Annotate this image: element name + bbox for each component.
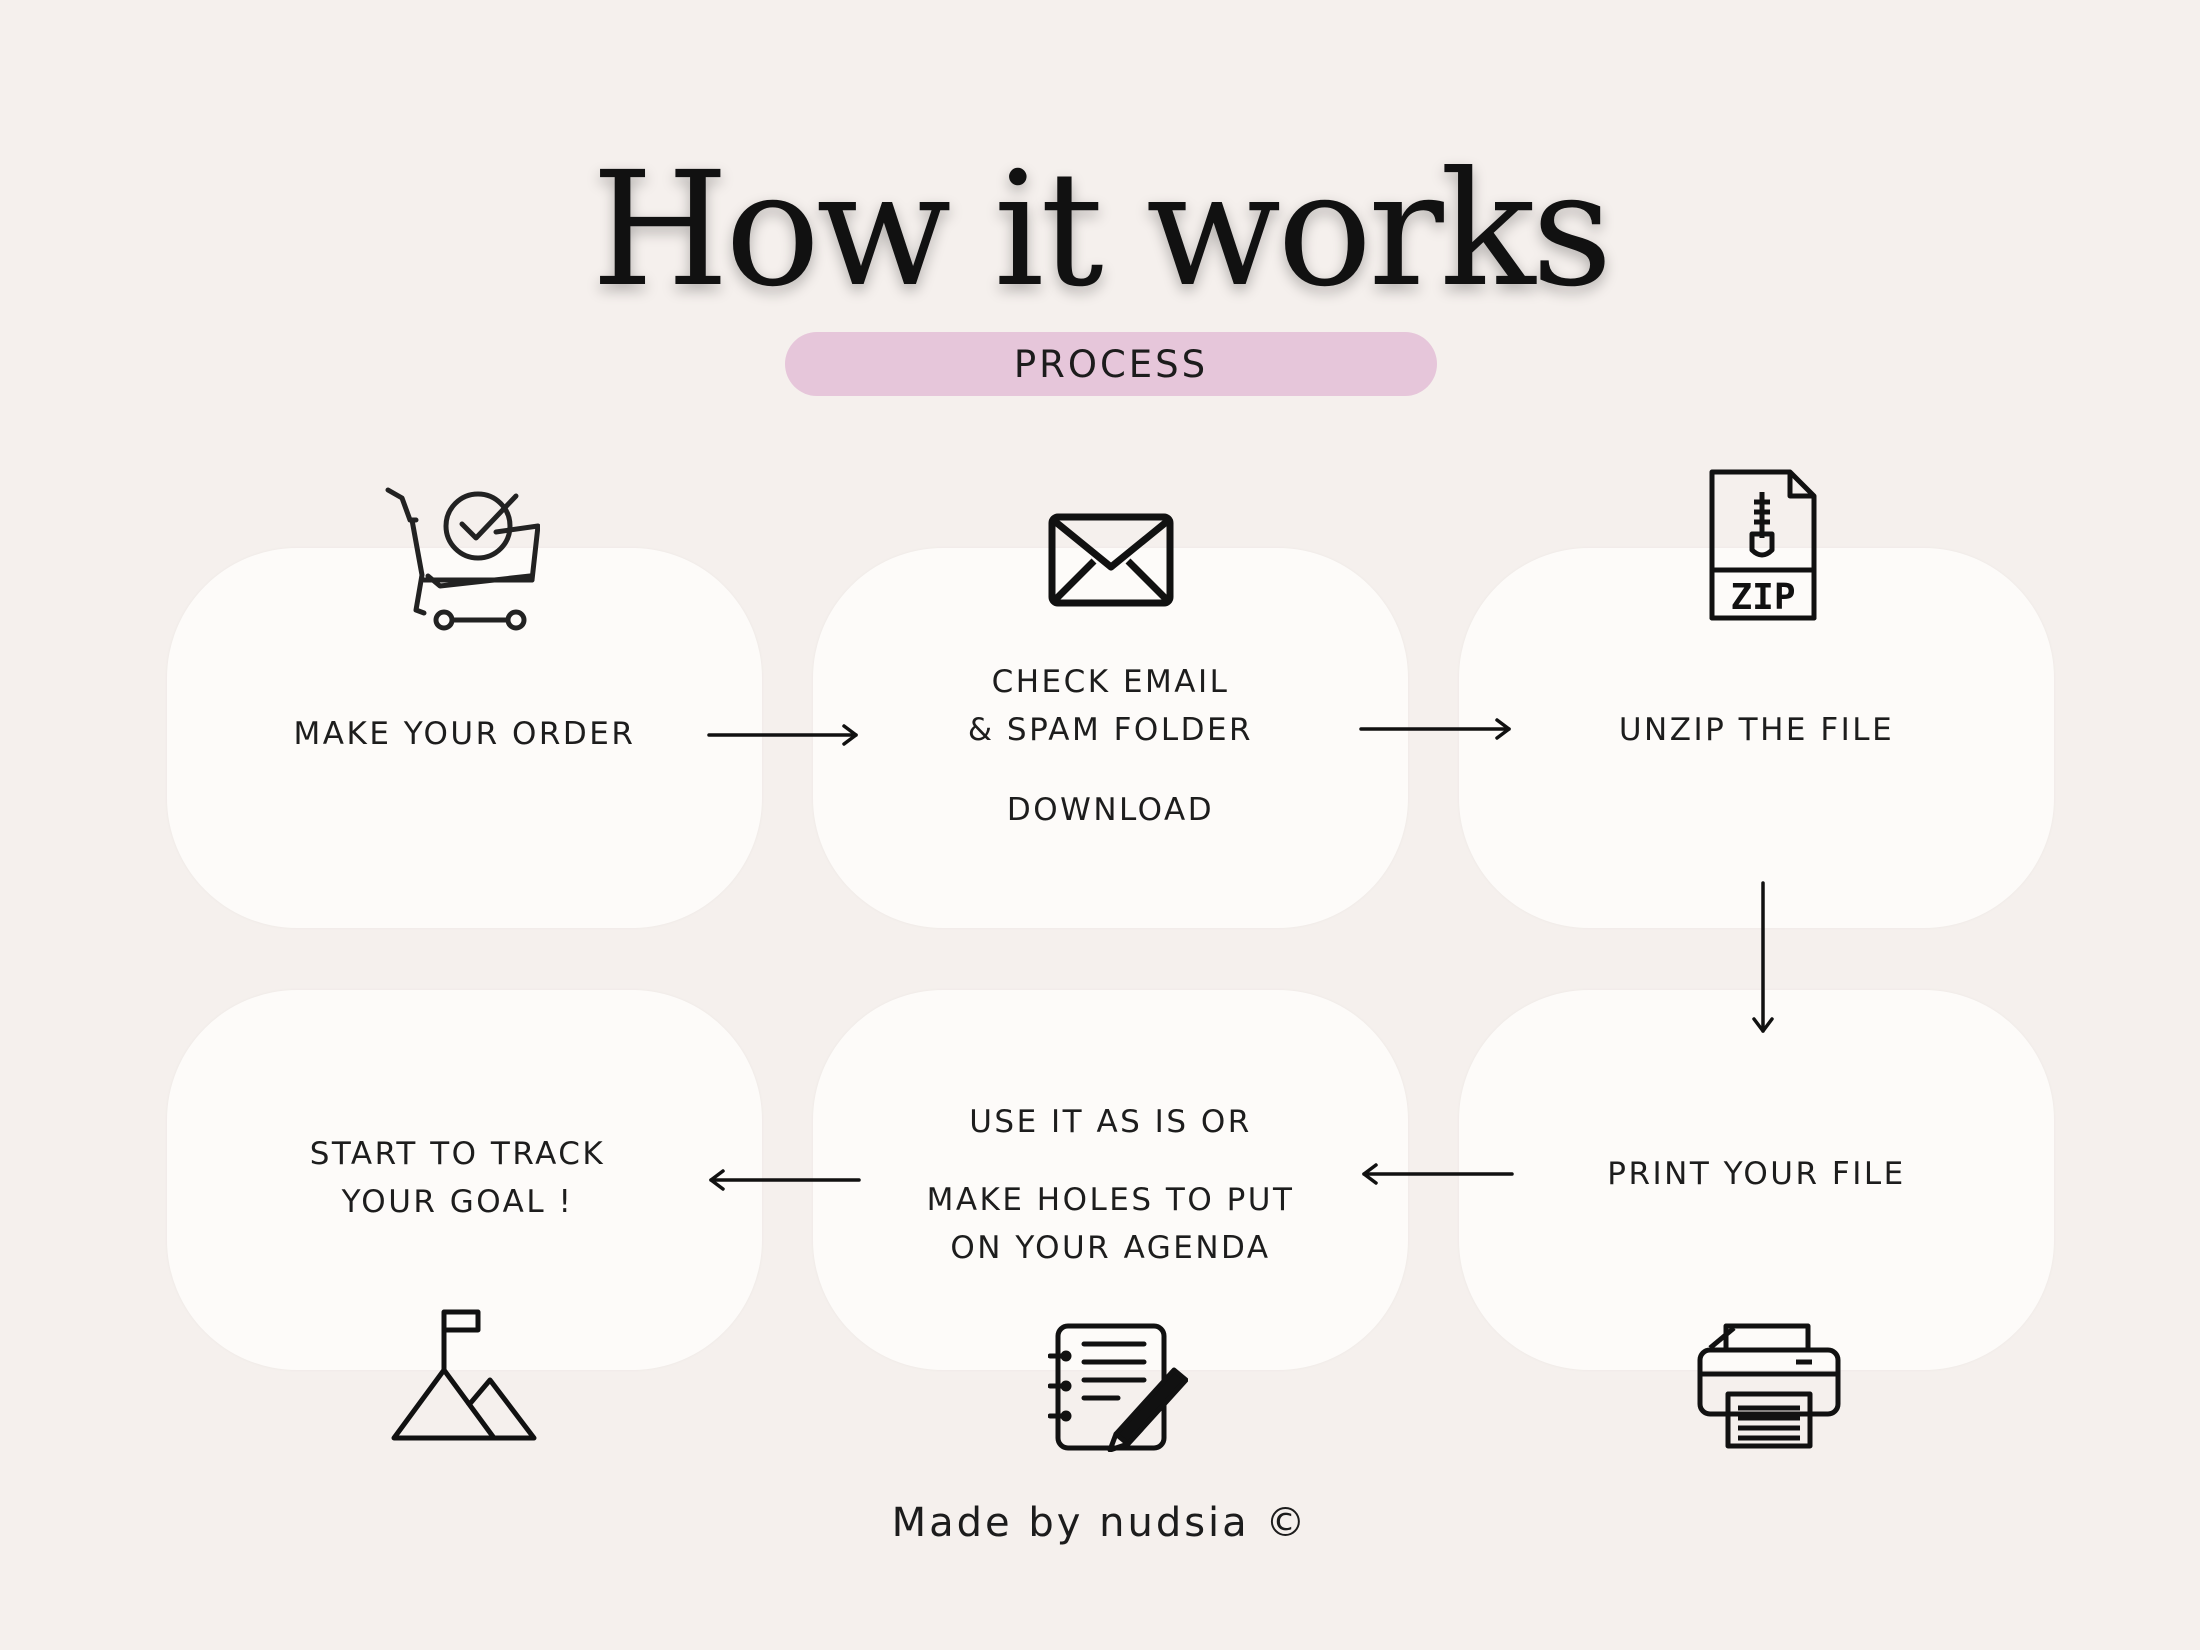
step-5-line: MAKE HOLES TO PUT [926, 1182, 1295, 1218]
step-3-line: UNZIP THE FILE [1618, 712, 1895, 748]
notebook-pen-icon [1048, 1323, 1188, 1452]
printer-icon [1697, 1323, 1841, 1449]
arrow-down-icon [1752, 881, 1774, 1033]
arrow-right-icon [1359, 718, 1511, 740]
step-card-4 [1459, 990, 2054, 1370]
step-5-line: ON YOUR AGENDA [950, 1230, 1271, 1266]
step-6-line: START TO TRACK [309, 1136, 606, 1172]
step-2-text: CHECK EMAIL & SPAM FOLDER DOWNLOAD [813, 658, 1408, 834]
zip-file-icon: ZIP [1709, 469, 1817, 621]
step-6-line: YOUR GOAL ! [341, 1184, 574, 1220]
arrow-right-icon [707, 724, 858, 746]
step-card-3 [1459, 548, 2054, 928]
footer-credit: Made by nudsia © [891, 1500, 1309, 1546]
step-4-text: PRINT YOUR FILE [1459, 1150, 2054, 1198]
arrow-left-icon [1362, 1163, 1514, 1185]
step-3-text: UNZIP THE FILE [1459, 706, 2054, 754]
process-badge: PROCESS [785, 332, 1437, 396]
shopping-cart-check-icon [385, 487, 540, 631]
step-2-line: & SPAM FOLDER [967, 712, 1254, 748]
envelope-icon [1048, 513, 1174, 607]
step-5-line: USE IT AS IS OR [969, 1104, 1252, 1140]
step-card-1 [167, 548, 762, 928]
svg-text:ZIP: ZIP [1730, 577, 1795, 618]
page-title: How it works [591, 138, 1612, 322]
step-4-line: PRINT YOUR FILE [1607, 1156, 1906, 1192]
step-5-text: USE IT AS IS OR MAKE HOLES TO PUT ON YOU… [813, 1098, 1408, 1272]
step-1-line: MAKE YOUR ORDER [293, 716, 636, 752]
process-badge-label: PROCESS [1013, 342, 1209, 386]
arrow-left-icon [709, 1169, 861, 1191]
step-card-5 [813, 990, 1408, 1370]
step-card-2 [813, 548, 1408, 928]
step-card-6 [167, 990, 762, 1370]
step-2-line: CHECK EMAIL [991, 664, 1230, 700]
step-2-line: DOWNLOAD [1006, 792, 1215, 828]
step-1-text: MAKE YOUR ORDER [167, 710, 762, 758]
mountain-flag-icon [391, 1309, 537, 1441]
step-6-text: START TO TRACK YOUR GOAL ! [160, 1130, 755, 1226]
